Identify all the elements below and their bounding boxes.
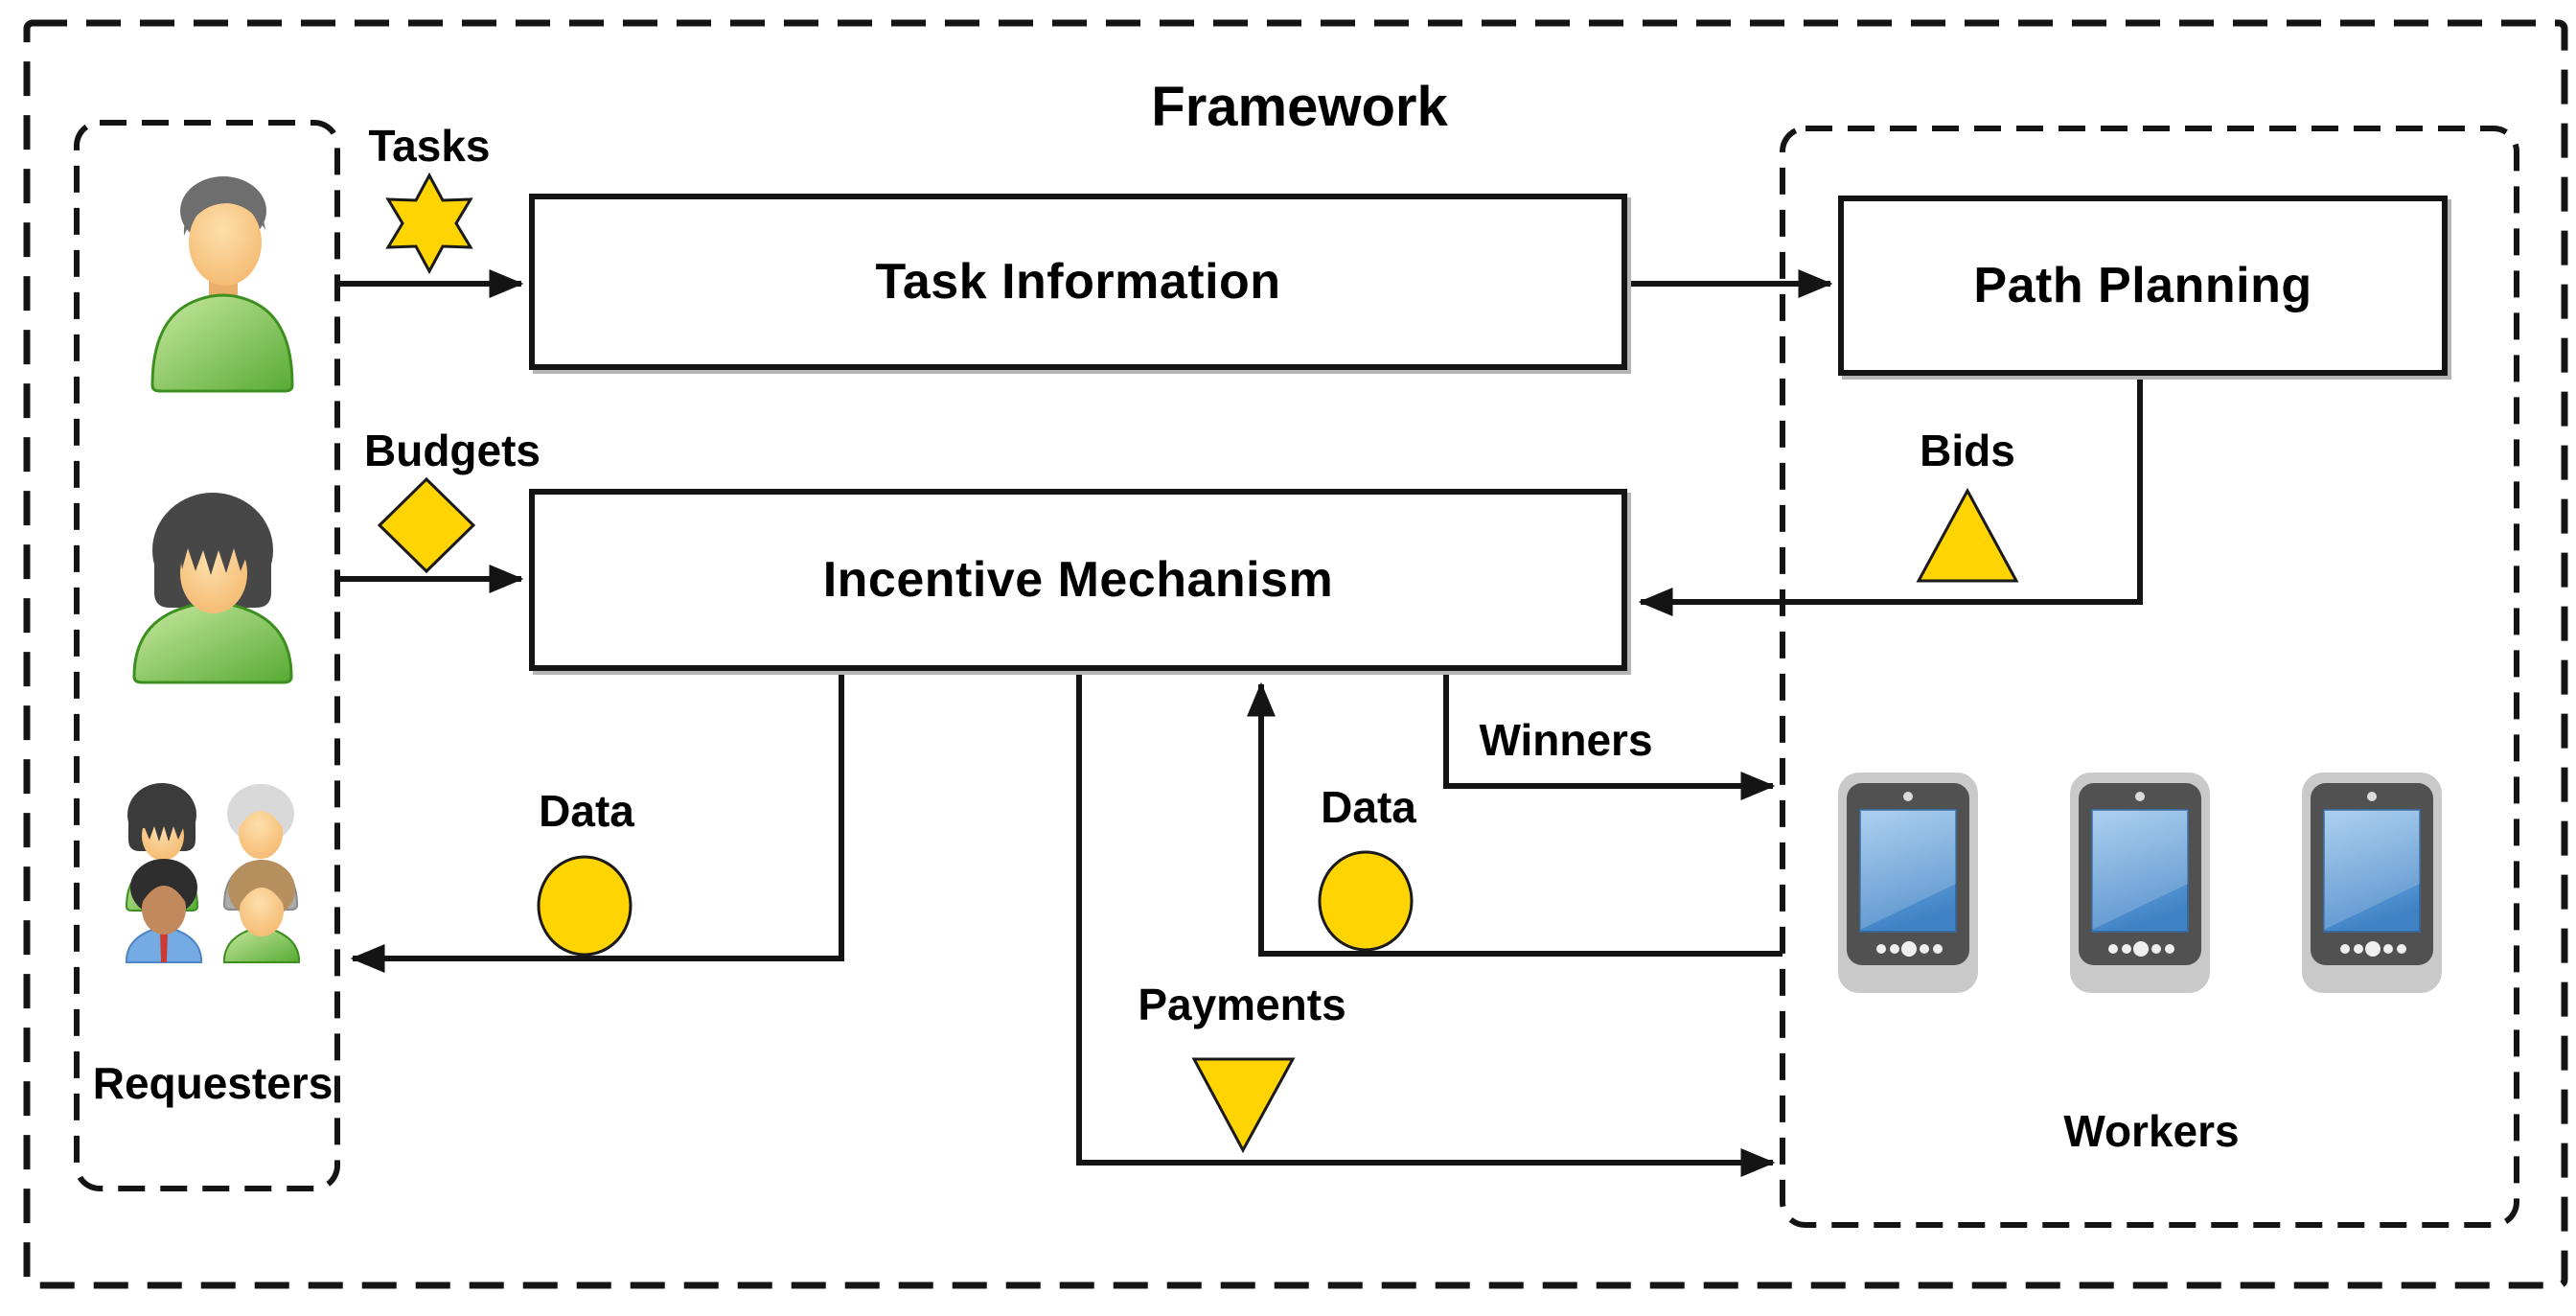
framework-title: Framework xyxy=(1151,76,1448,138)
bids-triangle-icon xyxy=(1916,487,2019,583)
requester-man-icon xyxy=(150,176,294,393)
workers-zone-frame xyxy=(1780,126,2519,1228)
task-information-label: Task Information xyxy=(875,254,1281,310)
framework-frame xyxy=(23,19,2568,1289)
budgets-diamond-icon xyxy=(377,476,476,574)
data-from-workers-circle-icon xyxy=(1318,850,1414,952)
bids-arrow xyxy=(1638,376,2143,616)
winners-arrow xyxy=(1443,671,1776,800)
incentive-mechanism-box: Incentive Mechanism xyxy=(529,489,1627,671)
requester-woman-icon xyxy=(132,493,293,684)
budgets-flow-label: Budgets xyxy=(364,426,540,475)
smartphone-icon xyxy=(1837,772,1979,994)
requesters-zone-frame xyxy=(74,120,340,1191)
requesters-zone-label: Requesters xyxy=(92,1058,334,1108)
data-from-workers-arrow xyxy=(1247,681,1782,957)
winners-flow-label: Winners xyxy=(1479,715,1653,765)
data-to-requesters-arrow xyxy=(350,671,844,973)
task-information-box: Task Information xyxy=(529,194,1627,370)
payments-arrow xyxy=(1076,671,1776,1177)
tasks-flow-label: Tasks xyxy=(368,121,491,171)
payments-triangle-icon xyxy=(1191,1057,1296,1154)
path-planning-label: Path Planning xyxy=(1973,258,2312,313)
smartphone-icon xyxy=(2069,772,2211,994)
workers-zone-label: Workers xyxy=(2063,1106,2240,1156)
data-to-requesters-label: Data xyxy=(539,786,634,836)
data-to-requesters-circle-icon xyxy=(537,855,632,957)
data-from-workers-label: Data xyxy=(1321,782,1416,832)
bids-flow-label: Bids xyxy=(1920,426,2015,475)
requesters-group-icon xyxy=(125,783,300,963)
incentive-mechanism-label: Incentive Mechanism xyxy=(822,552,1334,608)
smartphone-icon xyxy=(2301,772,2443,994)
payments-flow-label: Payments xyxy=(1138,980,1346,1029)
tasks-star-icon xyxy=(385,172,473,275)
path-planning-box: Path Planning xyxy=(1838,196,2448,376)
